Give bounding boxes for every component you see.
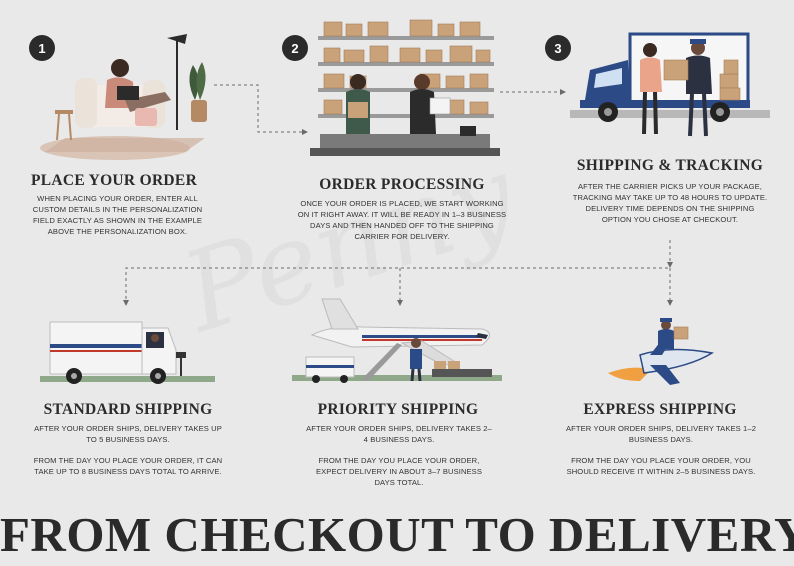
step-1-title: PLACE YOUR ORDER [30,172,198,189]
step-2-description: ONCE YOUR ORDER IS PLACED, WE START WORK… [296,198,508,242]
priority-shipping-title: PRIORITY SHIPPING [317,401,479,418]
order-processing-illustration [310,19,500,156]
step-2-title: ORDER PROCESSING [319,176,485,193]
shipping-tracking-illustration [570,32,770,137]
priority-plane-illustration [292,298,502,383]
priority-shipping-line1: AFTER YOUR ORDER SHIPS, DELIVERY TAKES 2… [306,424,492,444]
headline: FROM CHECKOUT TO DELIVERY [0,507,794,562]
express-shipping-line1: AFTER YOUR ORDER SHIPS, DELIVERY TAKES 1… [565,424,757,444]
step-1-description: WHEN PLACING YOUR ORDER, ENTER ALL CUSTO… [25,193,210,237]
express-shipping-line2: FROM THE DAY YOU PLACE YOUR ORDER, YOU S… [566,456,756,476]
step-2-badge: 2 [282,35,308,61]
step-1-text: WHEN PLACING YOUR ORDER, ENTER ALL CUSTO… [32,194,203,236]
place-order-illustration [40,34,207,160]
express-shipping-title: EXPRESS SHIPPING [583,401,737,418]
step-3-text: AFTER THE CARRIER PICKS UP YOUR PACKAGE,… [572,182,768,224]
priority-shipping-line2: FROM THE DAY YOU PLACE YOUR ORDER, EXPEC… [315,456,483,487]
step-3-title: SHIPPING & TRACKING [576,157,764,174]
step-3-description: AFTER THE CARRIER PICKS UP YOUR PACKAGE,… [570,181,770,225]
express-shipping-description: AFTER YOUR ORDER SHIPS, DELIVERY TAKES 1… [558,423,764,477]
step-1-badge: 1 [29,35,55,61]
express-rocket-illustration [608,318,714,385]
step-2-text: ONCE YOUR ORDER IS PLACED, WE START WORK… [297,199,507,241]
standard-truck-illustration [40,321,215,384]
standard-shipping-title: STANDARD SHIPPING [43,401,213,418]
standard-shipping-line2: FROM THE DAY YOU PLACE YOUR ORDER, IT CA… [33,456,223,476]
standard-shipping-description: AFTER YOUR ORDER SHIPS, DELIVERY TAKES U… [30,423,226,477]
step-3-badge: 3 [545,35,571,61]
standard-shipping-line1: AFTER YOUR ORDER SHIPS, DELIVERY TAKES U… [34,424,222,444]
priority-shipping-description: AFTER YOUR ORDER SHIPS, DELIVERY TAKES 2… [305,423,493,488]
